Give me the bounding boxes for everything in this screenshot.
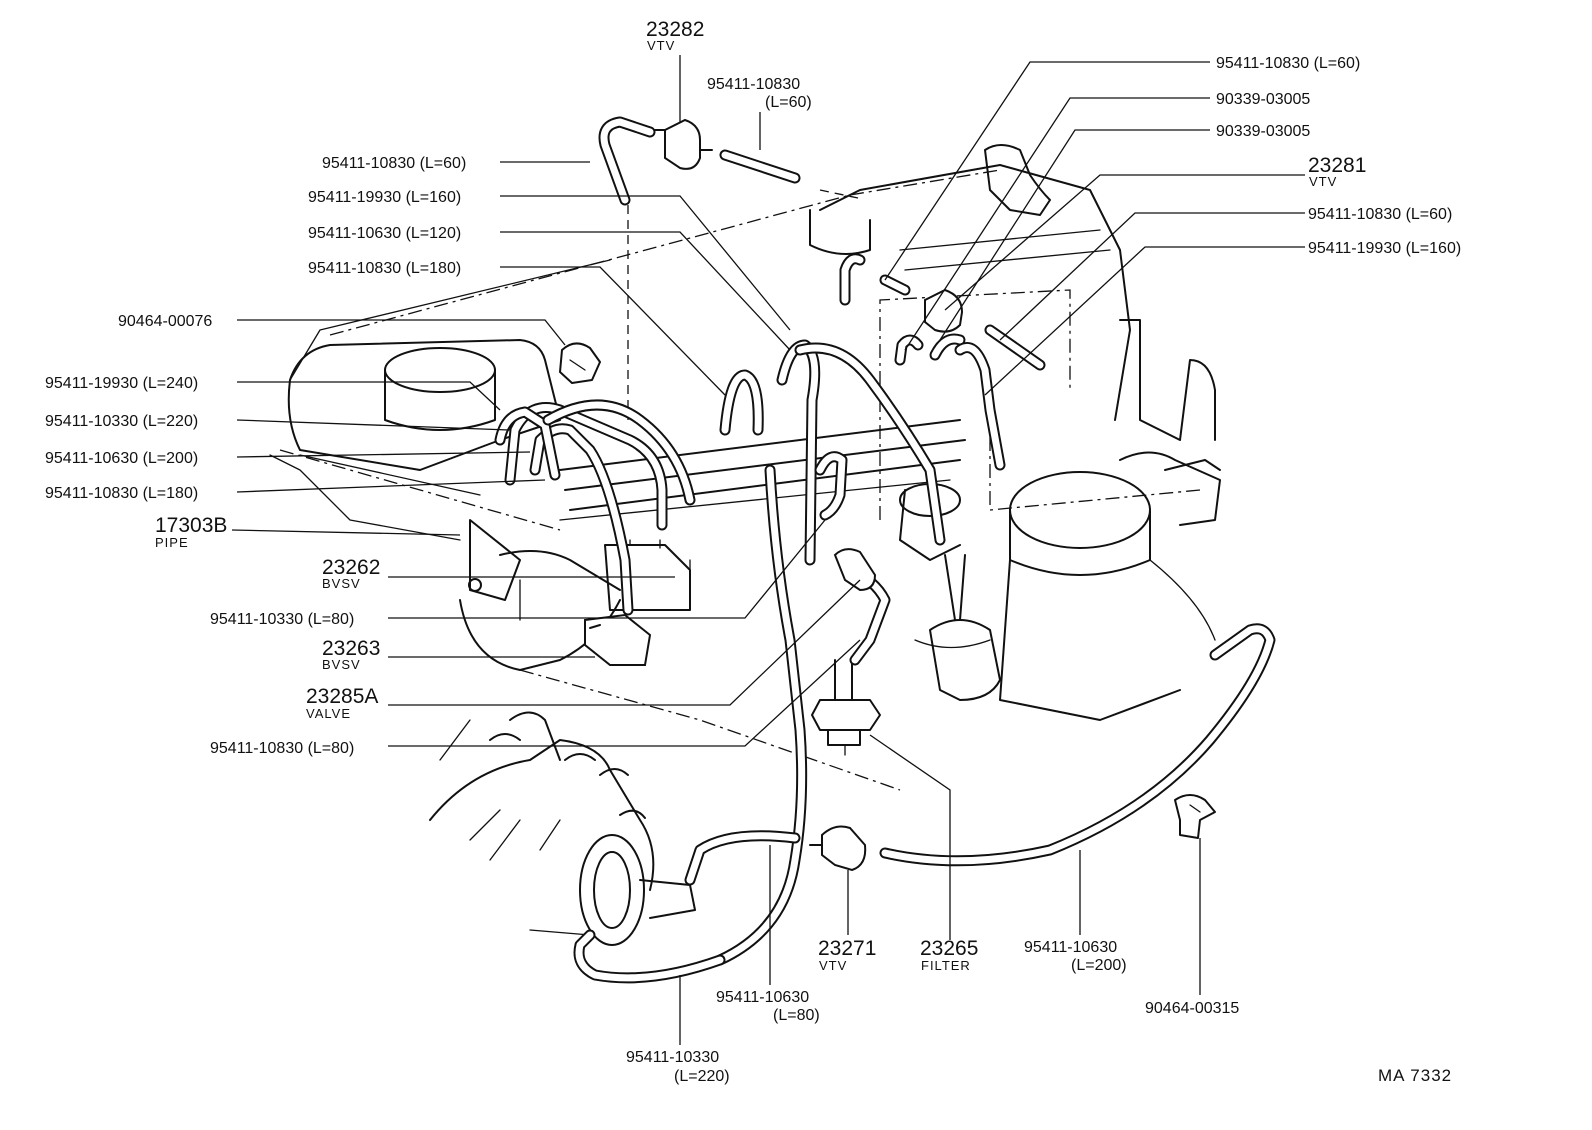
- label-23281: 23281: [1308, 154, 1366, 177]
- label-90464-00315: 90464-00315: [1145, 1000, 1239, 1017]
- label-90339-a: 90339-03005: [1216, 91, 1310, 108]
- vtv-23282-body: [654, 118, 713, 170]
- label-23271: 23271: [818, 937, 876, 960]
- label-17303B: 17303B: [155, 514, 227, 537]
- label-23265-sub: FILTER: [921, 958, 971, 973]
- engine-illustration: [269, 144, 1221, 946]
- label-23285A: 23285A: [306, 685, 378, 708]
- label-23271-sub: VTV: [819, 958, 847, 973]
- label-17303B-sub: PIPE: [155, 535, 189, 550]
- label-10630-80-bottom: 95411-10630: [716, 989, 809, 1006]
- label-23262: 23262: [322, 556, 380, 579]
- label-23263: 23263: [322, 637, 380, 660]
- label-10830-60-right-a: 95411-10830 (L=60): [1216, 55, 1360, 72]
- part-labels: 23282 VTV 95411-10830 (L=60) 95411-10830…: [45, 18, 1461, 1085]
- label-hose-top-center: 95411-10830: [707, 76, 800, 93]
- label-10830-180-upper: 95411-10830 (L=180): [308, 260, 461, 277]
- label-23285A-sub: VALVE: [306, 706, 351, 721]
- vacuum-hoses: [494, 116, 1276, 984]
- label-10630-200-bottom: 95411-10630: [1024, 939, 1117, 956]
- label-19930-240: 95411-19930 (L=240): [45, 375, 198, 392]
- diagram-code: MA 7332: [1378, 1066, 1452, 1085]
- label-10830-60-right-b: 95411-10830 (L=60): [1308, 206, 1452, 223]
- label-23265: 23265: [920, 937, 978, 960]
- label-10630-200-bottom-len: (L=200): [1071, 957, 1127, 974]
- label-19930-160-left: 95411-19930 (L=160): [308, 189, 461, 206]
- leader-lines: [231, 55, 1305, 1045]
- label-90464-00076: 90464-00076: [118, 313, 212, 330]
- label-10630-200-left: 95411-10630 (L=200): [45, 450, 198, 467]
- label-23263-sub: BVSV: [322, 657, 361, 672]
- label-10830-60-left: 95411-10830 (L=60): [322, 155, 466, 172]
- label-90339-b: 90339-03005: [1216, 123, 1310, 140]
- label-10830-180-lower: 95411-10830 (L=180): [45, 485, 198, 502]
- label-23262-sub: BVSV: [322, 576, 361, 591]
- label-10830-80: 95411-10830 (L=80): [210, 740, 354, 757]
- label-hose-top-center-len: (L=60): [765, 94, 812, 111]
- label-10330-220-bottom: 95411-10330: [626, 1049, 719, 1066]
- label-23281-sub: VTV: [1309, 174, 1337, 189]
- label-10630-120: 95411-10630 (L=120): [308, 225, 461, 242]
- label-10630-80-bottom-len: (L=80): [773, 1007, 820, 1024]
- label-10330-220-left: 95411-10330 (L=220): [45, 413, 198, 430]
- label-23282: 23282: [646, 18, 704, 41]
- label-10330-80: 95411-10330 (L=80): [210, 611, 354, 628]
- label-23282-sub: VTV: [647, 38, 675, 53]
- label-10330-220-bottom-len: (L=220): [674, 1068, 730, 1085]
- label-19930-160-right: 95411-19930 (L=160): [1308, 240, 1461, 257]
